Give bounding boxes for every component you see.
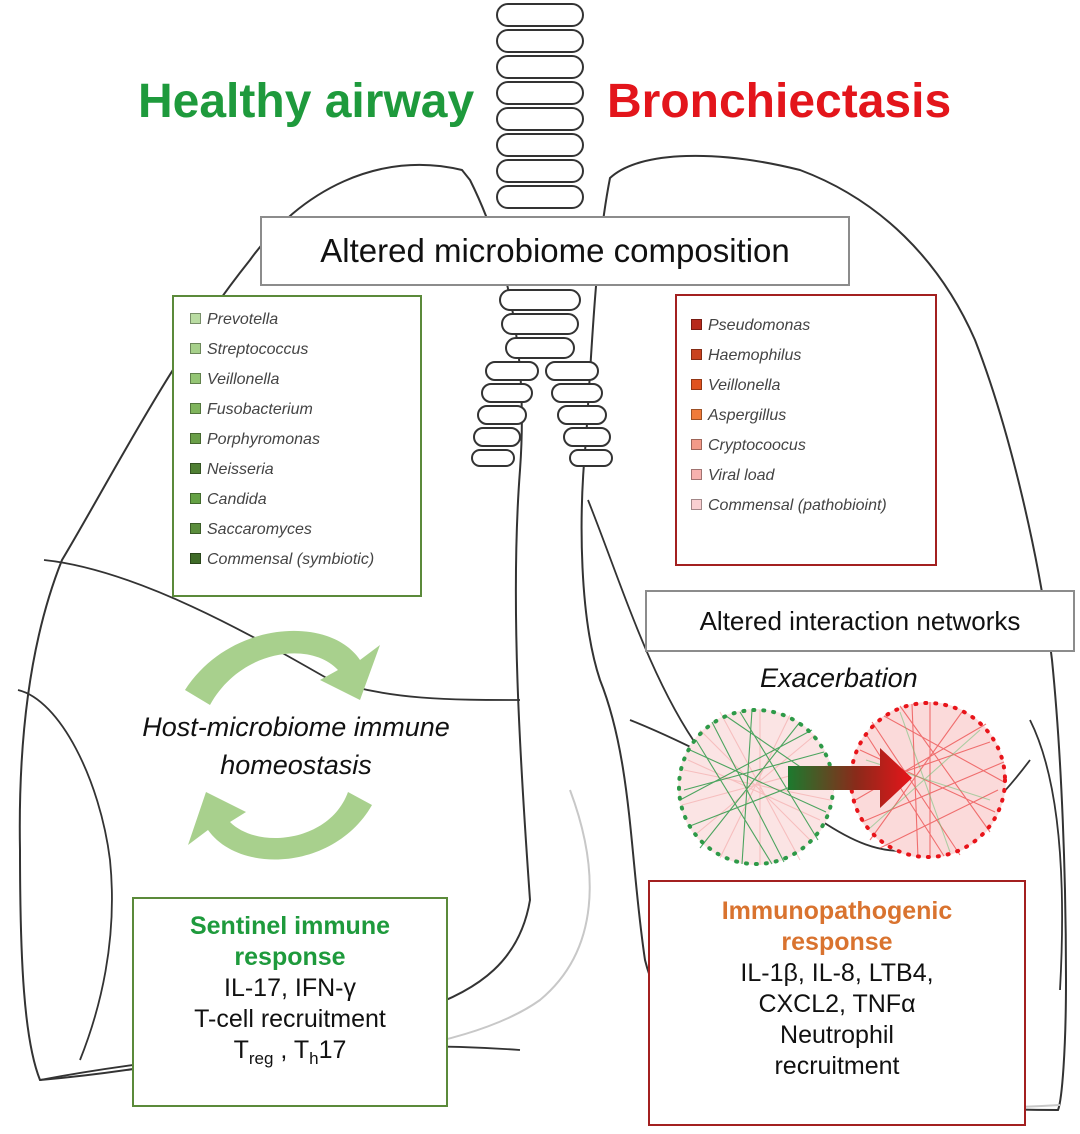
th-T: T [293, 1036, 310, 1064]
treg-sub: reg [248, 1049, 274, 1068]
homeostasis-line-1: Host-microbiome immune [142, 712, 450, 742]
treg-T: T [233, 1036, 249, 1064]
immunopathogenic-response-box: Immunopathogenic response IL-1β, IL-8, L… [648, 880, 1026, 1126]
bronchiectasis-title: Bronchiectasis [607, 75, 952, 128]
immuno-cytokines-1: IL-1β, IL-8, LTB4, [740, 959, 934, 987]
taxon-swatch [190, 313, 201, 325]
taxon-swatch [691, 379, 702, 391]
taxon-item: Veillonella [691, 371, 935, 401]
exacerbation-arrow [788, 748, 912, 808]
right-lung-fissure-3 [1029, 719, 1063, 991]
trachea [496, 3, 584, 359]
taxon-swatch [691, 499, 702, 511]
immuno-title-line-1: Immunopathogenic [721, 897, 953, 925]
right-lung-outline [580, 154, 1068, 1112]
altered-networks-box: Altered interaction networks [645, 590, 1075, 652]
taxon-label: Pseudomonas [708, 317, 811, 334]
taxon-label: Saccaromyces [207, 521, 312, 538]
taxon-label: Streptococcus [207, 341, 309, 358]
taxon-label: Cryptocoocus [708, 437, 806, 454]
taxon-swatch [190, 433, 201, 445]
taxon-label: Viral load [708, 467, 775, 484]
taxon-item: Viral load [691, 461, 935, 491]
left-lung-fissure-1 [43, 559, 521, 701]
taxon-swatch [691, 439, 702, 451]
taxon-item: Streptococcus [190, 335, 420, 365]
cycle-arrows [185, 630, 380, 860]
taxon-item: Cryptocoocus [691, 431, 935, 461]
altered-microbiome-box: Altered microbiome composition [260, 216, 850, 286]
taxon-swatch [190, 403, 201, 415]
taxon-swatch [190, 343, 201, 355]
taxon-swatch [190, 373, 201, 385]
taxon-label: Aspergillus [708, 407, 787, 424]
sentinel-title-line-1: Sentinel immune [189, 912, 391, 940]
sentinel-title-line-2: response [234, 943, 346, 971]
taxon-item: Saccaromyces [190, 515, 420, 545]
taxon-swatch [691, 409, 702, 421]
cycle-arrow-top [185, 630, 380, 705]
taxon-label: Veillonella [708, 377, 781, 394]
immuno-neutrophil: Neutrophil [780, 1021, 894, 1049]
immuno-cytokines-2: CXCL2, TNFα [758, 990, 916, 1018]
taxon-item: Pseudomonas [691, 311, 935, 341]
left-lung-fissure-2 [17, 689, 113, 1061]
taxon-swatch [190, 493, 201, 505]
sentinel-cytokines: IL-17, IFN-γ [224, 974, 356, 1002]
sentinel-tcell: T-cell recruitment [194, 1005, 386, 1033]
taxon-swatch [190, 523, 201, 535]
taxon-item: Candida [190, 485, 420, 515]
taxon-label: Prevotella [207, 311, 279, 328]
right-lung-fissure-1 [587, 499, 701, 751]
taxon-item: Neisseria [190, 455, 420, 485]
taxon-item: Fusobacterium [190, 395, 420, 425]
taxon-label: Commensal (pathobioint) [708, 497, 887, 514]
immuno-recruitment: recruitment [774, 1052, 900, 1080]
taxon-swatch [691, 349, 702, 361]
sentinel-cell-types: Treg , Th17 [134, 1035, 446, 1074]
exacerbation-label: Exacerbation [760, 663, 918, 693]
taxon-item: Commensal (pathobioint) [691, 491, 935, 521]
taxon-label: Veillonella [207, 371, 280, 388]
taxon-item: Prevotella [190, 305, 420, 335]
bronchi [471, 361, 613, 467]
cycle-arrow-bottom [188, 792, 372, 860]
taxon-item: Veillonella [190, 365, 420, 395]
taxon-label: Haemophilus [708, 347, 802, 364]
taxon-label: Porphyromonas [207, 431, 320, 448]
taxon-item: Aspergillus [691, 401, 935, 431]
homeostasis-label: Host-microbiome immune homeostasis [96, 708, 496, 784]
taxon-item: Commensal (symbiotic) [190, 545, 420, 575]
taxon-label: Fusobacterium [207, 401, 313, 418]
altered-microbiome-label: Altered microbiome composition [320, 232, 790, 269]
taxon-swatch [190, 463, 201, 475]
taxon-label: Commensal (symbiotic) [207, 551, 375, 568]
altered-networks-label: Altered interaction networks [699, 606, 1021, 636]
taxon-swatch [691, 469, 702, 481]
th-sub: h [309, 1049, 319, 1068]
homeostasis-line-2: homeostasis [220, 750, 372, 780]
taxon-swatch [190, 553, 201, 565]
th-number: 17 [318, 1036, 347, 1064]
cell-type-separator: , [273, 1036, 294, 1064]
taxon-swatch [691, 319, 702, 331]
sentinel-response-box: Sentinel immune response IL-17, IFN-γ T-… [132, 897, 448, 1107]
taxon-label: Neisseria [207, 461, 274, 478]
immuno-title-line-2: response [781, 928, 893, 956]
taxon-label: Candida [207, 491, 267, 508]
taxon-item: Haemophilus [691, 341, 935, 371]
taxon-item: Porphyromonas [190, 425, 420, 455]
healthy-airway-title: Healthy airway [138, 75, 475, 128]
